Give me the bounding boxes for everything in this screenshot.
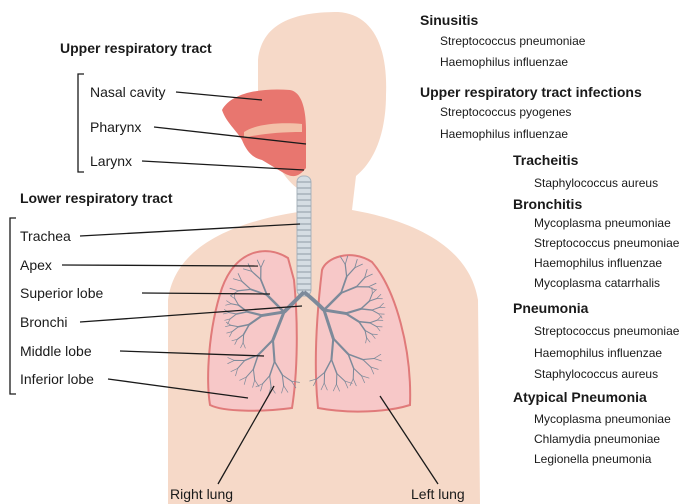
pneumonia-organism: Staphylococcus aureus: [534, 367, 658, 381]
lower-tract-bracket: [10, 218, 16, 394]
label-middle-lobe: Middle lobe: [20, 343, 92, 359]
infection-atypical-pneumonia-title: Atypical Pneumonia: [513, 389, 647, 405]
infection-pneumonia-title: Pneumonia: [513, 300, 588, 316]
urti-organism: Haemophilus influenzae: [440, 127, 568, 141]
infection-urti-title: Upper respiratory tract infections: [420, 84, 642, 100]
label-pharynx: Pharynx: [90, 119, 141, 135]
label-inferior-lobe: Inferior lobe: [20, 371, 94, 387]
atypical-pneumonia-organism: Chlamydia pneumoniae: [534, 432, 660, 446]
bronchitis-organism: Mycoplasma pneumoniae: [534, 216, 671, 230]
label-trachea: Trachea: [20, 228, 71, 244]
sinusitis-organism: Streptococcus pneumoniae: [440, 34, 585, 48]
label-apex: Apex: [20, 257, 52, 273]
atypical-pneumonia-organism: Legionella pneumonia: [534, 452, 651, 466]
label-bronchi: Bronchi: [20, 314, 67, 330]
infection-sinusitis-title: Sinusitis: [420, 12, 478, 28]
label-superior-lobe: Superior lobe: [20, 285, 103, 301]
upper-tract-bracket: [78, 74, 84, 172]
label-left-lung: Left lung: [411, 486, 465, 502]
bronchitis-organism: Streptococcus pneumoniae: [534, 236, 679, 250]
lower-tract-title: Lower respiratory tract: [20, 190, 173, 206]
tracheitis-organism: Staphylococcus aureus: [534, 176, 658, 190]
bronchiole: [243, 334, 244, 342]
upper-tract-title: Upper respiratory tract: [60, 40, 212, 56]
sinusitis-organism: Haemophilus influenzae: [440, 55, 568, 69]
pneumonia-organism: Haemophilus influenzae: [534, 346, 662, 360]
bronchitis-organism: Haemophilus influenzae: [534, 256, 662, 270]
urti-organism: Streptococcus pyogenes: [440, 105, 571, 119]
bronchitis-organism: Mycoplasma catarrhalis: [534, 276, 660, 290]
pneumonia-organism: Streptococcus pneumoniae: [534, 324, 679, 338]
label-nasal-cavity: Nasal cavity: [90, 84, 165, 100]
infection-bronchitis-title: Bronchitis: [513, 196, 582, 212]
label-larynx: Larynx: [90, 153, 132, 169]
atypical-pneumonia-organism: Mycoplasma pneumoniae: [534, 412, 671, 426]
infection-tracheitis-title: Tracheitis: [513, 152, 578, 168]
label-right-lung: Right lung: [170, 486, 233, 502]
